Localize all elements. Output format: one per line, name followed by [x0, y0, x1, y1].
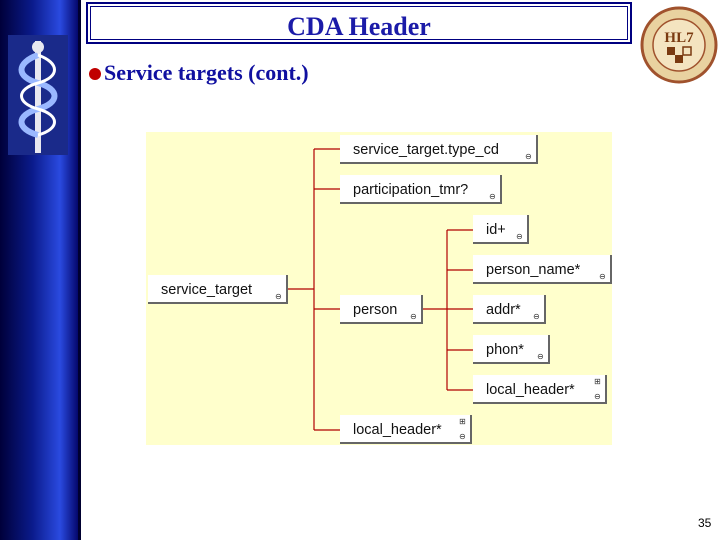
- node-id[interactable]: id+ ⊖: [473, 215, 529, 244]
- collapse-icon[interactable]: ⊖: [275, 292, 282, 301]
- collapse-icon[interactable]: ⊖: [599, 272, 606, 281]
- node-service-target[interactable]: service_target ⊖: [148, 275, 288, 304]
- collapse-icon[interactable]: ⊖: [459, 432, 466, 441]
- node-label: participation_tmr?: [353, 182, 469, 198]
- node-label: local_header*: [486, 382, 575, 398]
- collapse-icon[interactable]: ⊖: [525, 152, 532, 161]
- collapse-icon[interactable]: ⊖: [516, 232, 523, 241]
- title-box: CDA Header: [86, 2, 632, 44]
- slide-subtitle: Service targets (cont.): [104, 60, 309, 85]
- collapse-icon[interactable]: ⊖: [533, 312, 540, 321]
- collapse-icon[interactable]: ⊖: [594, 392, 601, 401]
- node-label: phon*: [486, 342, 524, 358]
- node-phon[interactable]: phon* ⊖: [473, 335, 550, 364]
- node-label: addr*: [486, 302, 521, 318]
- node-addr[interactable]: addr* ⊖: [473, 295, 546, 324]
- node-participation-tmr[interactable]: participation_tmr? ⊖: [340, 175, 502, 204]
- expand-icon[interactable]: ⊞: [594, 377, 601, 386]
- page-number: 35: [698, 516, 712, 530]
- expand-icon[interactable]: ⊞: [459, 417, 466, 426]
- bullet-icon: [89, 68, 101, 80]
- node-label: person_name*: [486, 262, 581, 278]
- node-person-name[interactable]: person_name* ⊖: [473, 255, 612, 284]
- node-service-target-type-cd[interactable]: service_target.type_cd ⊖: [340, 135, 538, 164]
- node-local-header[interactable]: local_header* ⊞ ⊖: [340, 415, 472, 444]
- node-label: service_target: [161, 282, 253, 298]
- collapse-icon[interactable]: ⊖: [537, 352, 544, 361]
- caduceus-icon: [8, 35, 68, 155]
- node-person[interactable]: person ⊖: [340, 295, 423, 324]
- collapse-icon[interactable]: ⊖: [489, 192, 496, 201]
- hl7-logo-text: HL7: [664, 30, 694, 46]
- node-label: id+: [486, 222, 506, 238]
- node-label: service_target.type_cd: [353, 142, 499, 158]
- slide-title: CDA Header: [287, 12, 431, 41]
- node-label: person: [353, 302, 398, 318]
- title-inner-border: [90, 6, 628, 40]
- sidebar-edge: [78, 0, 81, 540]
- hl7-logo-icon: HL7: [640, 6, 718, 84]
- collapse-icon[interactable]: ⊖: [410, 312, 417, 321]
- node-person-local-header[interactable]: local_header* ⊞ ⊖: [473, 375, 607, 404]
- node-label: local_header*: [353, 422, 442, 438]
